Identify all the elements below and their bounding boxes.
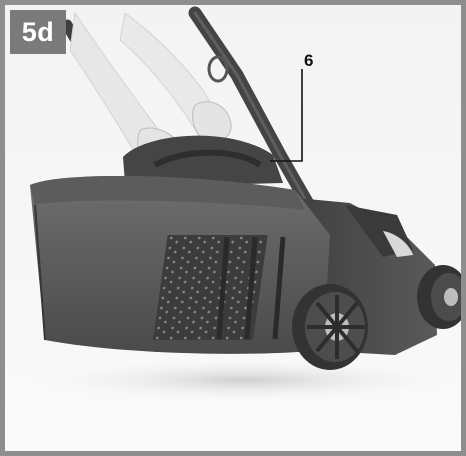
ground-shadow: [30, 358, 460, 402]
grass-box-handle: [123, 135, 283, 185]
callout-line: [270, 69, 303, 162]
step-badge: 5d: [10, 10, 66, 54]
rear-wheel: [292, 284, 368, 370]
callout-number: 6: [304, 51, 314, 70]
front-wheel: [417, 265, 461, 329]
lawnmower-illustration: [5, 5, 461, 451]
